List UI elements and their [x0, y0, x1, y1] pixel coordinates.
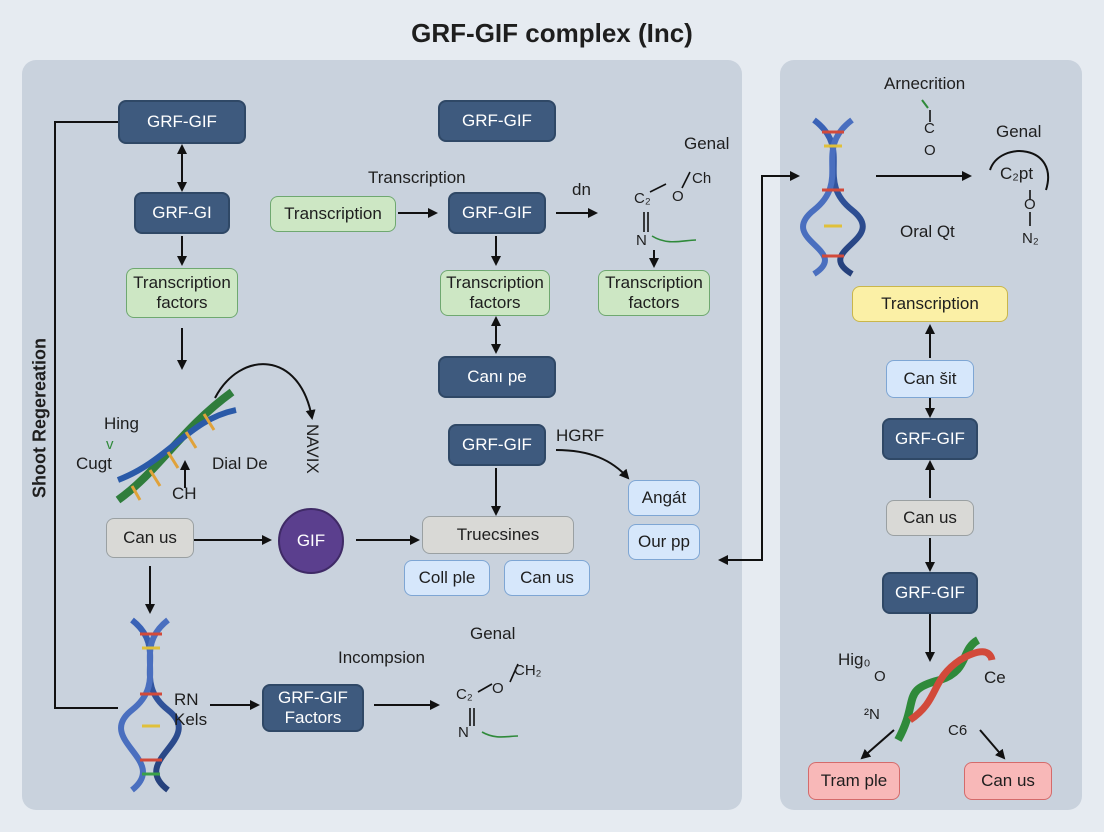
o-bottom-label: O: [492, 680, 504, 697]
can-sit-box: Can šit: [886, 360, 974, 398]
transcription-factors-center-box: Transcription factors: [440, 270, 550, 316]
grf-gif-center-top-box: GRF-GIF: [438, 100, 556, 142]
arrow-c2pt-loop: [989, 150, 1050, 191]
c2-bottom-label: C₂: [456, 686, 473, 703]
v-mark: v: [106, 436, 114, 453]
n3-label: ²N: [864, 706, 880, 723]
bracket-line: [54, 121, 118, 709]
transcription-right-box: Transcription: [852, 286, 1008, 322]
higo-label: Hig₀: [838, 650, 871, 669]
grf-gif-lower-box: GRF-GIF: [448, 424, 546, 466]
arnecrition-label: Arnecrition: [884, 74, 966, 93]
gif-circle: GIF: [278, 508, 344, 574]
navix-label: NAVIX: [303, 424, 322, 474]
incompsion-label: Incompsion: [338, 648, 425, 667]
our-pp-box: Our pp: [628, 524, 700, 560]
grf-gif-mid-box: GRF-GIF: [448, 192, 546, 234]
arrow-protein-to-trample: [860, 729, 895, 760]
rn-kels-label: RN Kels: [174, 690, 208, 730]
ce-label: Ce: [984, 668, 1006, 687]
tram-ple-box: Tram ple: [808, 762, 900, 800]
transcription-factors-left-box: Transcription factors: [126, 268, 238, 318]
hing-label: Hing: [104, 414, 139, 433]
ch-top-label: Ch: [692, 170, 712, 187]
c-label: C: [924, 120, 935, 137]
transcription-caption: Transcription: [368, 168, 466, 187]
o2-label: O: [1024, 196, 1036, 213]
transcription-box: Transcription: [270, 196, 396, 232]
arrow-green-tick: [921, 99, 929, 109]
grf-gif-top-box: GRF-GIF: [118, 100, 246, 144]
n-top-label: N: [636, 232, 647, 249]
genal-bottom-label: Genal: [470, 624, 516, 643]
can-us-center-box: Can us: [504, 560, 590, 596]
c6-label: C6: [948, 722, 968, 739]
grf-gi-box: GRF-GI: [134, 192, 230, 234]
can-us-left-box: Can us: [106, 518, 194, 558]
canipe-box: Canı pe: [438, 356, 556, 398]
grf-gif-factors-box: GRF-GIF Factors: [262, 684, 364, 732]
molecule-top-bonds: [643, 171, 697, 243]
grf-gif-right-a-box: GRF-GIF: [882, 418, 978, 460]
dn-label: dn: [572, 180, 591, 199]
genal-right-label: Genal: [996, 122, 1042, 141]
diagram-title: GRF-GIF complex (Inc): [411, 18, 693, 48]
dna-helix-center-left: [115, 388, 237, 504]
grf-gif-right-b-box: GRF-GIF: [882, 572, 978, 614]
arrow-protein-to-canus: [979, 729, 1006, 760]
cugt-label: Cugt: [76, 454, 112, 473]
side-label: Shoot Regereation: [29, 337, 50, 499]
c2pt-label: C₂pt: [1000, 164, 1034, 183]
dial-de-label: Dial De: [212, 454, 268, 473]
arrow-hgrf-curve: [555, 449, 630, 480]
n2-label: N₂: [1022, 230, 1039, 247]
arrow-ourpp-to-right: [718, 171, 800, 565]
arrow-dna-curve: [214, 363, 316, 420]
molecule-right-bonds: [929, 110, 1031, 226]
genal-top-label: Genal: [684, 134, 730, 153]
protein-ribbon-icon: [894, 636, 996, 742]
ch2-bottom-label: CH₂: [514, 662, 542, 679]
hgrf-label: HGRF: [556, 426, 605, 445]
can-us-bottom-box: Can us: [964, 762, 1052, 800]
left-panel: [22, 60, 742, 810]
angat-box: Angát: [628, 480, 700, 516]
oral-qt-label: Oral Qt: [900, 222, 955, 241]
transcription-factors-right-box: Transcription factors: [598, 270, 710, 316]
can-us-right-box: Can us: [886, 500, 974, 536]
dna-helix-right: [800, 117, 866, 277]
o3-label: O: [874, 668, 886, 685]
ch-label: CH: [172, 484, 197, 503]
coll-ple-box: Coll ple: [404, 560, 490, 596]
truecsines-box: Truecsines: [422, 516, 574, 554]
o-label: O: [924, 142, 936, 159]
dna-helix-bottom-left: [118, 617, 182, 793]
molecule-bottom-bonds: [469, 663, 519, 738]
c2-top-label: C₂: [634, 190, 651, 207]
o-top-label: O: [672, 188, 684, 205]
n-bottom-label: N: [458, 724, 469, 741]
